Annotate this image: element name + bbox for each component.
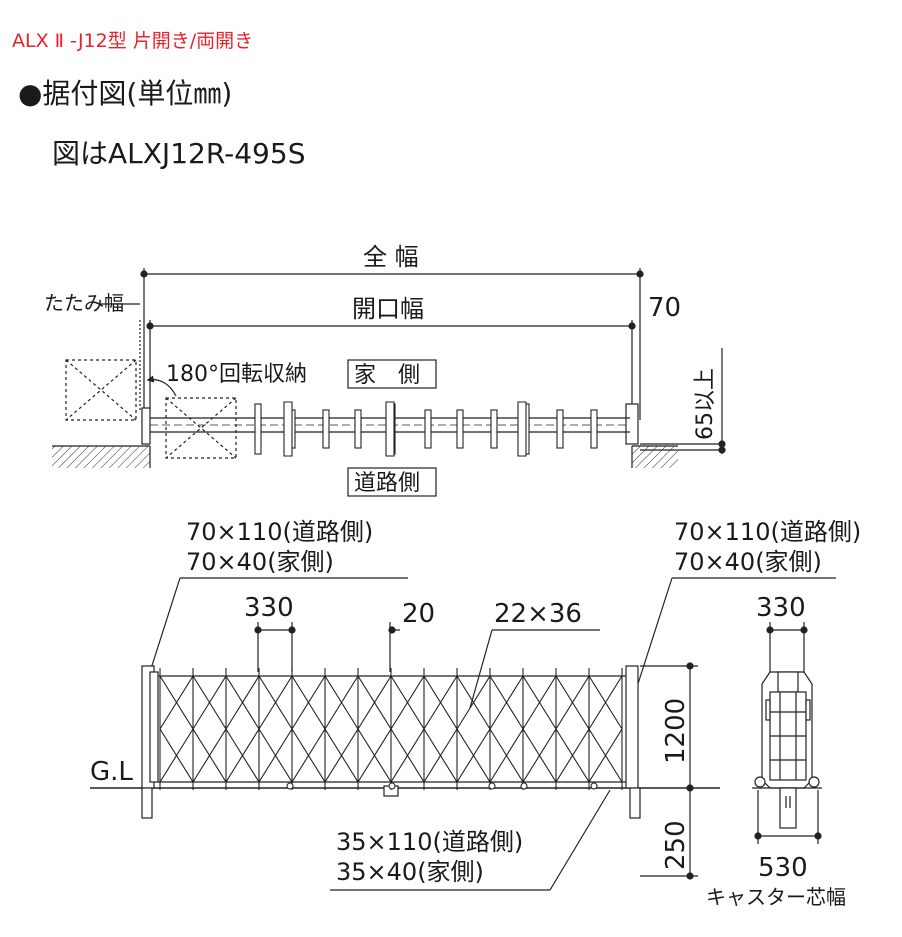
- depth-250-label: 250: [661, 820, 691, 870]
- caster-wheel: [388, 782, 396, 790]
- caster-wheel: [488, 782, 496, 790]
- gate-lattice-link: [489, 728, 524, 783]
- plan-view: [52, 268, 726, 468]
- plan-panel-bar: [254, 403, 262, 455]
- dim-dot: [766, 626, 774, 634]
- post-right-label-2: 70×40(家側): [674, 548, 822, 576]
- plan-panel-bar: [490, 409, 498, 449]
- post-left-label-2: 70×40(家側): [186, 548, 334, 576]
- dim-dot: [686, 662, 694, 670]
- road-side-label: 道路側: [354, 471, 420, 496]
- drawing-caption: 図はALXJ12R-495S: [52, 137, 306, 170]
- bar-20-label: 20: [402, 599, 435, 629]
- gate-lattice-link: [324, 675, 359, 730]
- road-side-box: [347, 467, 437, 497]
- gate-lattice-link: [291, 675, 326, 730]
- plan-panel-bar: [590, 409, 598, 449]
- dim-dot: [254, 626, 262, 634]
- dim-dot: [718, 440, 726, 448]
- gate-lattice-link: [192, 728, 227, 783]
- min-65-label: 65以上: [693, 368, 718, 440]
- dim-dot: [686, 872, 694, 880]
- opening-width-label: 開口幅: [352, 295, 424, 323]
- gate-lattice-link: [159, 728, 194, 783]
- post-right-label-1: 70×110(道路側): [674, 518, 861, 546]
- post-left-label-1: 70×110(道路側): [186, 518, 373, 546]
- elevation-gate: [159, 668, 623, 790]
- overall-width-label: 全 幅: [363, 243, 419, 271]
- elevation-view: [90, 577, 836, 891]
- gate-lattice-link: [258, 675, 293, 730]
- gate-lattice-link: [456, 728, 491, 783]
- ground-hatch-right: [632, 446, 678, 468]
- gate-lattice-link: [489, 675, 524, 730]
- dim-dot: [800, 626, 808, 634]
- height-1200-label: 1200: [661, 698, 691, 764]
- gate-lattice-link: [522, 728, 557, 783]
- caster-wheel: [520, 782, 528, 790]
- gate-lattice-link: [225, 728, 260, 783]
- gate-lattice-link: [357, 675, 392, 730]
- dim-dot: [388, 626, 396, 634]
- dim-dot: [718, 446, 726, 454]
- plan-panel-bar: [322, 409, 330, 449]
- plan-panel-bracket: [385, 401, 395, 457]
- plan-panels: [254, 401, 598, 457]
- house-side-box: [347, 359, 437, 389]
- caster-width-label: キャスター芯幅: [706, 885, 846, 909]
- gate-lattice-link: [588, 675, 623, 730]
- rotate-label: 180°回転収納: [166, 362, 307, 387]
- house-side-label: 家 側: [354, 363, 420, 388]
- gate-lattice-link: [555, 728, 590, 783]
- foot-label-1: 35×110(道路側): [336, 828, 523, 856]
- ground-hatch-left: [52, 446, 150, 468]
- plan-panel-bar: [354, 409, 362, 449]
- gate-lattice-link: [357, 728, 392, 783]
- pitch-330-label: 330: [244, 593, 294, 623]
- gate-lattice-link: [225, 675, 260, 730]
- plan-panel-bar: [424, 409, 432, 449]
- side-width-330-label: 330: [756, 593, 806, 623]
- gate-lattice-link: [291, 728, 326, 783]
- dim-dot: [686, 784, 694, 792]
- gate-lattice-link: [555, 675, 590, 730]
- section-title: ●据付図(単位㎜): [18, 77, 233, 110]
- dim-dot: [814, 832, 822, 840]
- gate-lattice-link: [423, 728, 458, 783]
- plan-panel-bar: [556, 409, 564, 449]
- gl-label: G.L: [90, 757, 133, 787]
- folded-width-label: たたみ幅: [44, 291, 124, 315]
- foot-label-2: 35×40(家側): [336, 858, 484, 886]
- plan-panel-bracket: [517, 401, 527, 457]
- gate-lattice-link: [390, 675, 425, 730]
- caster-wheel: [590, 782, 598, 790]
- gate-lattice-link: [588, 728, 623, 783]
- gate-lattice-link: [423, 675, 458, 730]
- caster-wheel: [286, 782, 294, 790]
- gate-lattice-link: [390, 728, 425, 783]
- gate-lattice-link: [456, 675, 491, 730]
- side-width-530-label: 530: [758, 853, 808, 883]
- gate-lattice-link: [192, 675, 227, 730]
- dim-dot: [754, 832, 762, 840]
- plan-panel-bar: [456, 409, 464, 449]
- dim-dot: [288, 626, 296, 634]
- side-view: [752, 622, 822, 844]
- gate-lattice-link: [324, 728, 359, 783]
- header-title: ALX Ⅱ -J12型 片開き/両開き: [12, 30, 254, 52]
- plan-panel-bracket: [283, 401, 293, 457]
- rotation-arrow: [146, 375, 177, 397]
- dim-70-label: 70: [648, 293, 681, 323]
- gate-lattice-link: [258, 728, 293, 783]
- rotated-bundle-outline: [65, 359, 137, 421]
- folded-bundle-outline: [165, 397, 237, 459]
- gate-lattice-link: [522, 675, 557, 730]
- member-22x36-label: 22×36: [494, 599, 582, 629]
- gate-lattice-link: [159, 675, 194, 730]
